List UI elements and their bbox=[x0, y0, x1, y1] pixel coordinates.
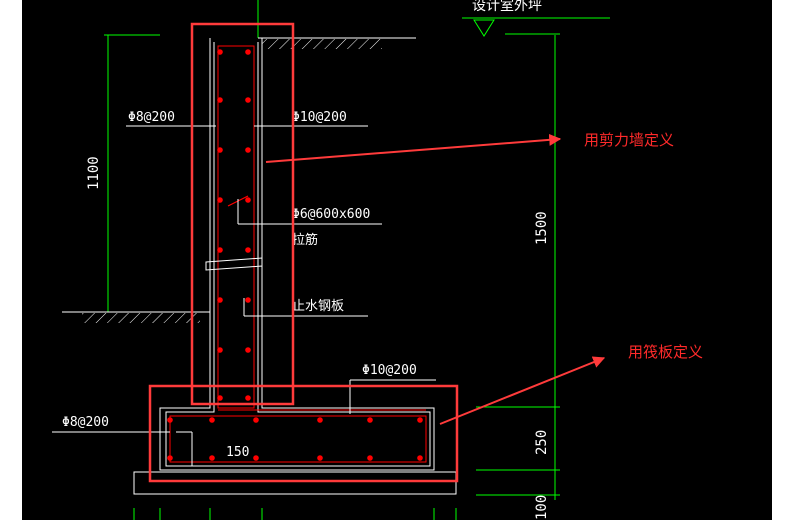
dimension-250: 250 bbox=[534, 430, 550, 455]
exterior-grade-marker: 设计室外坪 bbox=[462, 0, 610, 37]
rebar-dot bbox=[217, 49, 223, 55]
rebar-dot bbox=[217, 247, 223, 253]
rebar-dot bbox=[209, 455, 215, 461]
rebar-dot bbox=[217, 395, 223, 401]
rebar-dot bbox=[245, 247, 251, 253]
ground-hatch-right bbox=[258, 37, 416, 49]
dimension-bottom: 100 bbox=[534, 495, 550, 520]
rebar-dot bbox=[217, 197, 223, 203]
rebar-dot bbox=[253, 417, 259, 423]
tie-bar-note: 拉筋 bbox=[292, 232, 318, 248]
rebar-dot bbox=[367, 417, 373, 423]
wall-outline bbox=[133, 38, 457, 495]
raft-annotation: 用筏板定义 bbox=[628, 343, 703, 361]
ground-hatch-left bbox=[62, 311, 210, 323]
rebar-dot bbox=[217, 347, 223, 353]
rebar-dot bbox=[367, 455, 373, 461]
rebar-dot bbox=[245, 97, 251, 103]
rebar-dot bbox=[317, 417, 323, 423]
rebar-dot bbox=[245, 197, 251, 203]
bottom-ticks bbox=[133, 508, 457, 520]
rebar-dots bbox=[167, 49, 423, 461]
dimension-1500: 1500 bbox=[534, 211, 550, 245]
raft-arrow bbox=[439, 356, 606, 425]
rebar-dot bbox=[217, 147, 223, 153]
rebar-dot bbox=[217, 97, 223, 103]
raft-left-rebar-label: Φ8@200 bbox=[62, 415, 109, 430]
rebar-dot bbox=[245, 49, 251, 55]
shear-wall-annotation: 用剪力墙定义 bbox=[584, 131, 674, 149]
shear-wall-arrow bbox=[265, 133, 562, 163]
rebar-dot bbox=[417, 417, 423, 423]
rebar-dot bbox=[253, 455, 259, 461]
raft-highlight-box bbox=[148, 384, 459, 483]
rebar-dot bbox=[245, 395, 251, 401]
waterstop-label: 止水钢板 bbox=[292, 299, 344, 314]
rebar-dot bbox=[417, 455, 423, 461]
dimension-1100: 1100 bbox=[86, 156, 102, 190]
rebar-dot bbox=[245, 297, 251, 303]
rebar-dot bbox=[167, 417, 173, 423]
rebar-dot bbox=[245, 147, 251, 153]
shear-wall-highlight-box bbox=[190, 22, 295, 406]
raft-top-rebar-label: Φ10@200 bbox=[362, 363, 417, 378]
right-wall-rebar-label: Φ10@200 bbox=[292, 110, 347, 125]
drawing-area bbox=[22, 0, 772, 520]
rebar-dot bbox=[217, 297, 223, 303]
rebar-dot bbox=[209, 417, 215, 423]
raft-dimension-150: 150 bbox=[226, 445, 249, 460]
wall-rebar bbox=[169, 45, 427, 463]
rebar-dot bbox=[167, 455, 173, 461]
tie-bar-label: Φ6@600x600 bbox=[292, 207, 370, 222]
left-wall-rebar-label: Φ8@200 bbox=[128, 110, 175, 125]
exterior-grade-label: 设计室外坪 bbox=[472, 0, 542, 14]
rebar-dot bbox=[245, 347, 251, 353]
rebar-dot bbox=[317, 455, 323, 461]
